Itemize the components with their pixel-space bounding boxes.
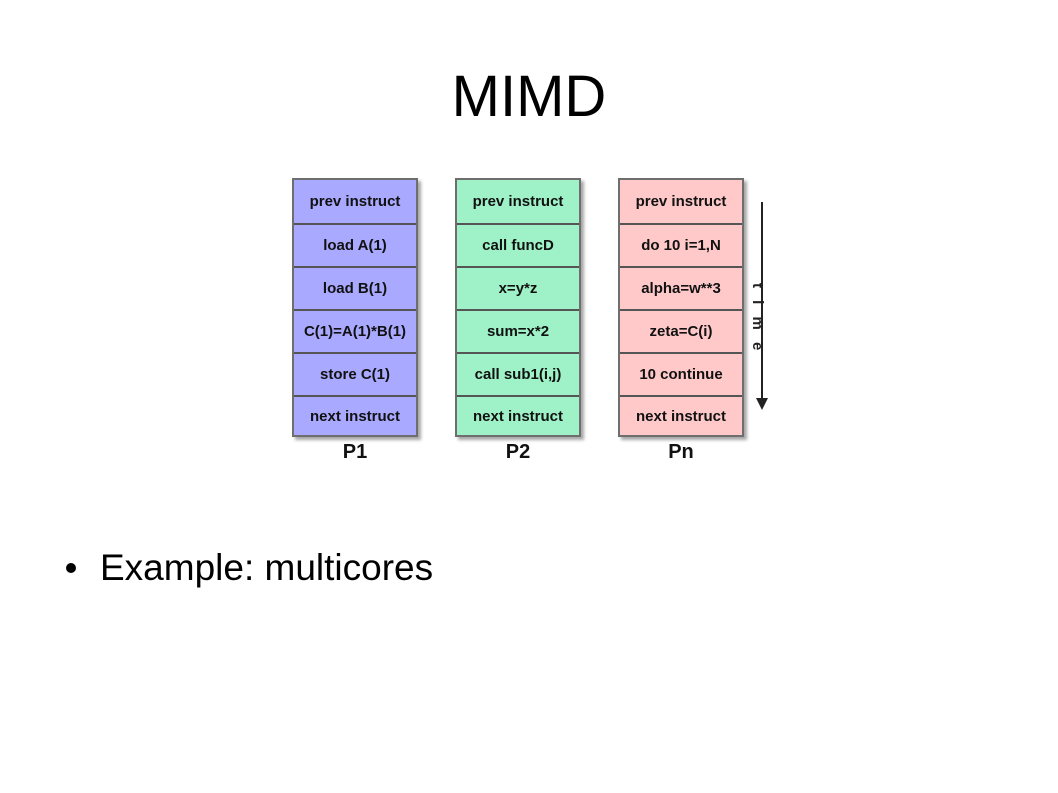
instruction-cell: prev instruct bbox=[472, 193, 564, 210]
instruction-cell: load B(1) bbox=[294, 266, 416, 309]
processor-column-p2: prev instruct call funcD x=y*z sum=x*2 c… bbox=[455, 178, 581, 437]
processor-column-pn: prev instruct do 10 i=1,N alpha=w**3 zet… bbox=[618, 178, 744, 437]
instruction-cell: store C(1) bbox=[294, 352, 416, 395]
time-axis-label: t i m e bbox=[749, 283, 766, 355]
instruction-cell: prev instruct bbox=[309, 193, 401, 210]
instruction-cell: 10 continue bbox=[620, 352, 742, 395]
bullet-item: Example: multicores bbox=[66, 544, 433, 592]
processor-label-pn: Pn bbox=[668, 441, 694, 463]
instruction-cell: next instruct bbox=[457, 395, 579, 435]
instruction-cell: next instruct bbox=[294, 395, 416, 435]
instruction-cell: call sub1(i,j) bbox=[457, 352, 579, 395]
instruction-cell: zeta=C(i) bbox=[620, 309, 742, 352]
instruction-cell: do 10 i=1,N bbox=[620, 223, 742, 266]
instruction-cell: next instruct bbox=[620, 395, 742, 435]
processor-label-p2: P2 bbox=[505, 441, 531, 463]
time-arrow-icon bbox=[756, 202, 768, 410]
instruction-cell: load A(1) bbox=[294, 223, 416, 266]
instruction-cell: prev instruct bbox=[635, 193, 727, 210]
instruction-cell: call funcD bbox=[457, 223, 579, 266]
processor-column-p1: prev instruct load A(1) load B(1) C(1)=A… bbox=[292, 178, 418, 437]
slide-title: MIMD bbox=[451, 64, 607, 129]
processor-label-p1: P1 bbox=[342, 441, 368, 463]
bullet-text: Example: multicores bbox=[100, 547, 434, 588]
instruction-cell: alpha=w**3 bbox=[620, 266, 742, 309]
instruction-cell: x=y*z bbox=[457, 266, 579, 309]
instruction-cell: sum=x*2 bbox=[457, 309, 579, 352]
instruction-cell: C(1)=A(1)*B(1) bbox=[294, 309, 416, 352]
bullet-dot-icon bbox=[66, 563, 76, 573]
